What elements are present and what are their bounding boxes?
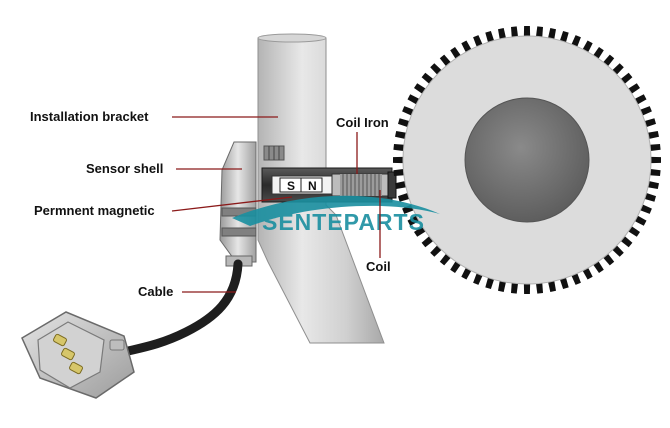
watermark-text: SENTEPARTS [262, 209, 425, 235]
leader-lines [171, 116, 381, 293]
label-installation-bracket: Installation bracket [30, 109, 149, 124]
sensor-shell [219, 141, 257, 267]
label-permanent-magnetic: Permnent magnetic [34, 203, 155, 218]
leader-permanent-magnetic [171, 196, 293, 212]
label-coil: Coil [366, 259, 391, 274]
watermark: SENTEPARTS [232, 195, 440, 235]
magnet-pole-south: S [287, 179, 295, 193]
coil-winding [340, 174, 382, 196]
bracket-top-rim [257, 33, 327, 43]
watermark-swoosh [232, 195, 440, 226]
gear-hub [464, 97, 590, 223]
reluctor-gear [393, 26, 661, 294]
magnet-pole-north: N [308, 179, 317, 193]
plug-pin-2 [61, 347, 75, 361]
connector-plug [21, 311, 135, 399]
plug-pin-1 [53, 333, 67, 347]
shell-band-bottom [221, 227, 257, 237]
plug-latch [109, 339, 125, 351]
label-cable: Cable [138, 284, 173, 299]
label-coil-iron: Coil Iron [336, 115, 389, 130]
plug-pin-3 [69, 361, 83, 375]
label-sensor-shell: Sensor shell [86, 161, 163, 176]
sensor-cable [119, 259, 243, 357]
